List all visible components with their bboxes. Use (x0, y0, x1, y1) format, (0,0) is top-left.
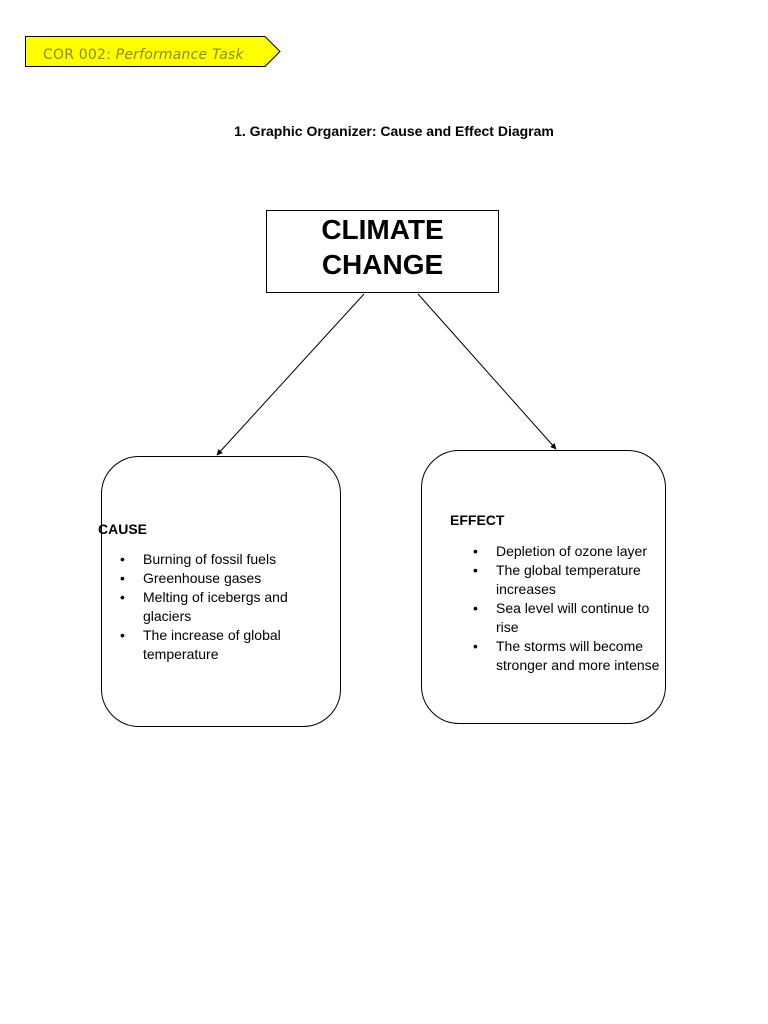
cause-item: The increase of global temperature (118, 626, 318, 664)
cause-item: Melting of icebergs and glaciers (118, 588, 318, 626)
page-title: 1. Graphic Organizer: Cause and Effect D… (234, 123, 554, 139)
topic-line-1: CLIMATE (321, 214, 444, 245)
topic-line-2: CHANGE (321, 249, 444, 280)
banner-shape (25, 36, 281, 67)
effect-title: EFFECT (450, 512, 505, 528)
effect-item: Depletion of ozone layer (471, 542, 667, 561)
arrow-to-cause (216, 293, 365, 456)
arrow-to-effect (417, 293, 557, 450)
topic-box: CLIMATE CHANGE (266, 210, 499, 293)
task-name: Performance Task (115, 47, 244, 63)
cause-title: CAUSE (98, 521, 148, 537)
effect-list: Depletion of ozone layer The global temp… (471, 542, 667, 675)
effect-item: The global temperature increases (471, 561, 667, 599)
banner-label: COR 002: Performance Task (43, 47, 244, 63)
effect-item: The storms will become stronger and more… (471, 637, 667, 675)
cause-list: Burning of fossil fuels Greenhouse gases… (118, 550, 318, 664)
task-banner: COR 002: Performance Task (25, 36, 281, 68)
cause-item: Burning of fossil fuels (118, 550, 318, 569)
course-code: COR 002: (43, 47, 112, 63)
cause-item: Greenhouse gases (118, 569, 318, 588)
effect-item: Sea level will continue to rise (471, 599, 667, 637)
